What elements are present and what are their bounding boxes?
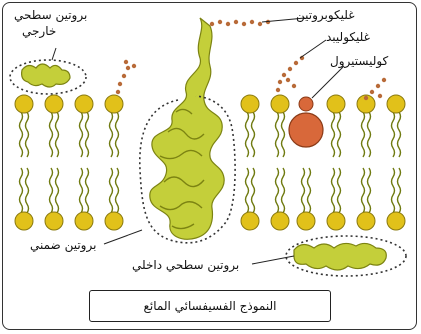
phospholipid-tail — [20, 168, 23, 213]
phospholipid-tail — [80, 112, 83, 157]
cholesterol-molecule — [289, 113, 323, 147]
phospholipid-tail — [308, 168, 311, 213]
sugar-chain-right — [364, 78, 386, 100]
phospholipid-tail — [332, 168, 335, 213]
inner-surface-protein — [294, 243, 386, 270]
label-inner-protein: بروتين سطحي داخلي — [132, 258, 239, 272]
phospholipid-head — [271, 95, 289, 113]
phospholipid-tail — [116, 168, 119, 213]
phospholipid-head — [387, 95, 405, 113]
phospholipid-head — [75, 212, 93, 230]
phospholipid-tail — [392, 112, 395, 157]
phospholipid-tail — [368, 112, 371, 157]
phospholipid-tail — [110, 168, 113, 213]
phospholipid-tail — [276, 168, 279, 213]
phospholipid-tail — [398, 168, 401, 213]
phospholipid-tail — [246, 112, 249, 157]
phospholipid-tail — [20, 112, 23, 157]
phospholipid-head — [15, 95, 33, 113]
phospholipid-tail — [116, 112, 119, 157]
phospholipid-tail — [56, 112, 59, 157]
phospholipid-tail — [252, 112, 255, 157]
phospholipid-head — [271, 212, 289, 230]
phospholipid-tail — [276, 112, 279, 157]
phospholipid-tail — [338, 112, 341, 157]
phospholipid-head — [15, 212, 33, 230]
phospholipid-tail — [338, 168, 341, 213]
phospholipid-head — [241, 95, 259, 113]
glycoprotein-chain — [210, 20, 270, 26]
phospholipid-tail — [26, 112, 29, 157]
label-outer-protein-line2: خارجي — [22, 24, 56, 38]
phospholipid-tail — [56, 168, 59, 213]
phospholipid-tail — [26, 168, 29, 213]
phospholipid-tail — [110, 112, 113, 157]
label-integral-protein: بروتين ضمني — [30, 238, 96, 252]
outer-surface-protein — [22, 64, 70, 87]
phospholipid-head — [327, 212, 345, 230]
phospholipid-tail — [392, 168, 395, 213]
glycolipid-chain — [276, 56, 304, 92]
phospholipid-tail — [86, 112, 89, 157]
caption-box: النموذج الفسيفسائي المائع — [89, 290, 331, 322]
phospholipid-head — [241, 212, 259, 230]
label-glycolipid: غليكوليبد — [326, 30, 370, 44]
phospholipid-tail — [282, 168, 285, 213]
label-glycoprotein: غليكوبروتين — [296, 8, 355, 22]
phospholipid-tail — [80, 168, 83, 213]
label-cholesterol: كوليستيرول — [330, 54, 388, 68]
phospholipid-tail — [246, 168, 249, 213]
caption-text: النموذج الفسيفسائي المائع — [144, 299, 277, 313]
phospholipid-tail — [282, 112, 285, 157]
phospholipid-head — [387, 212, 405, 230]
cholesterol-head — [299, 97, 313, 111]
phospholipid-tail — [368, 168, 371, 213]
phospholipid-head — [327, 95, 345, 113]
phospholipid-tail — [50, 168, 53, 213]
phospholipid-tail — [362, 112, 365, 157]
label-outer-protein-line1: بروتين سطحي — [14, 8, 87, 22]
phospholipid-tail — [332, 112, 335, 157]
sugar-chain-left — [116, 60, 136, 94]
phospholipid-tail — [252, 168, 255, 213]
phospholipid-tail — [398, 112, 401, 157]
phospholipid-tail — [50, 112, 53, 157]
phospholipid-tail — [86, 168, 89, 213]
phospholipid-head — [297, 212, 315, 230]
phospholipid-head — [357, 212, 375, 230]
phospholipid-head — [45, 95, 63, 113]
phospholipid-head — [105, 95, 123, 113]
phospholipid-head — [45, 212, 63, 230]
phospholipid-head — [105, 212, 123, 230]
phospholipid-tail — [302, 168, 305, 213]
phospholipid-tail — [362, 168, 365, 213]
phospholipid-head — [75, 95, 93, 113]
